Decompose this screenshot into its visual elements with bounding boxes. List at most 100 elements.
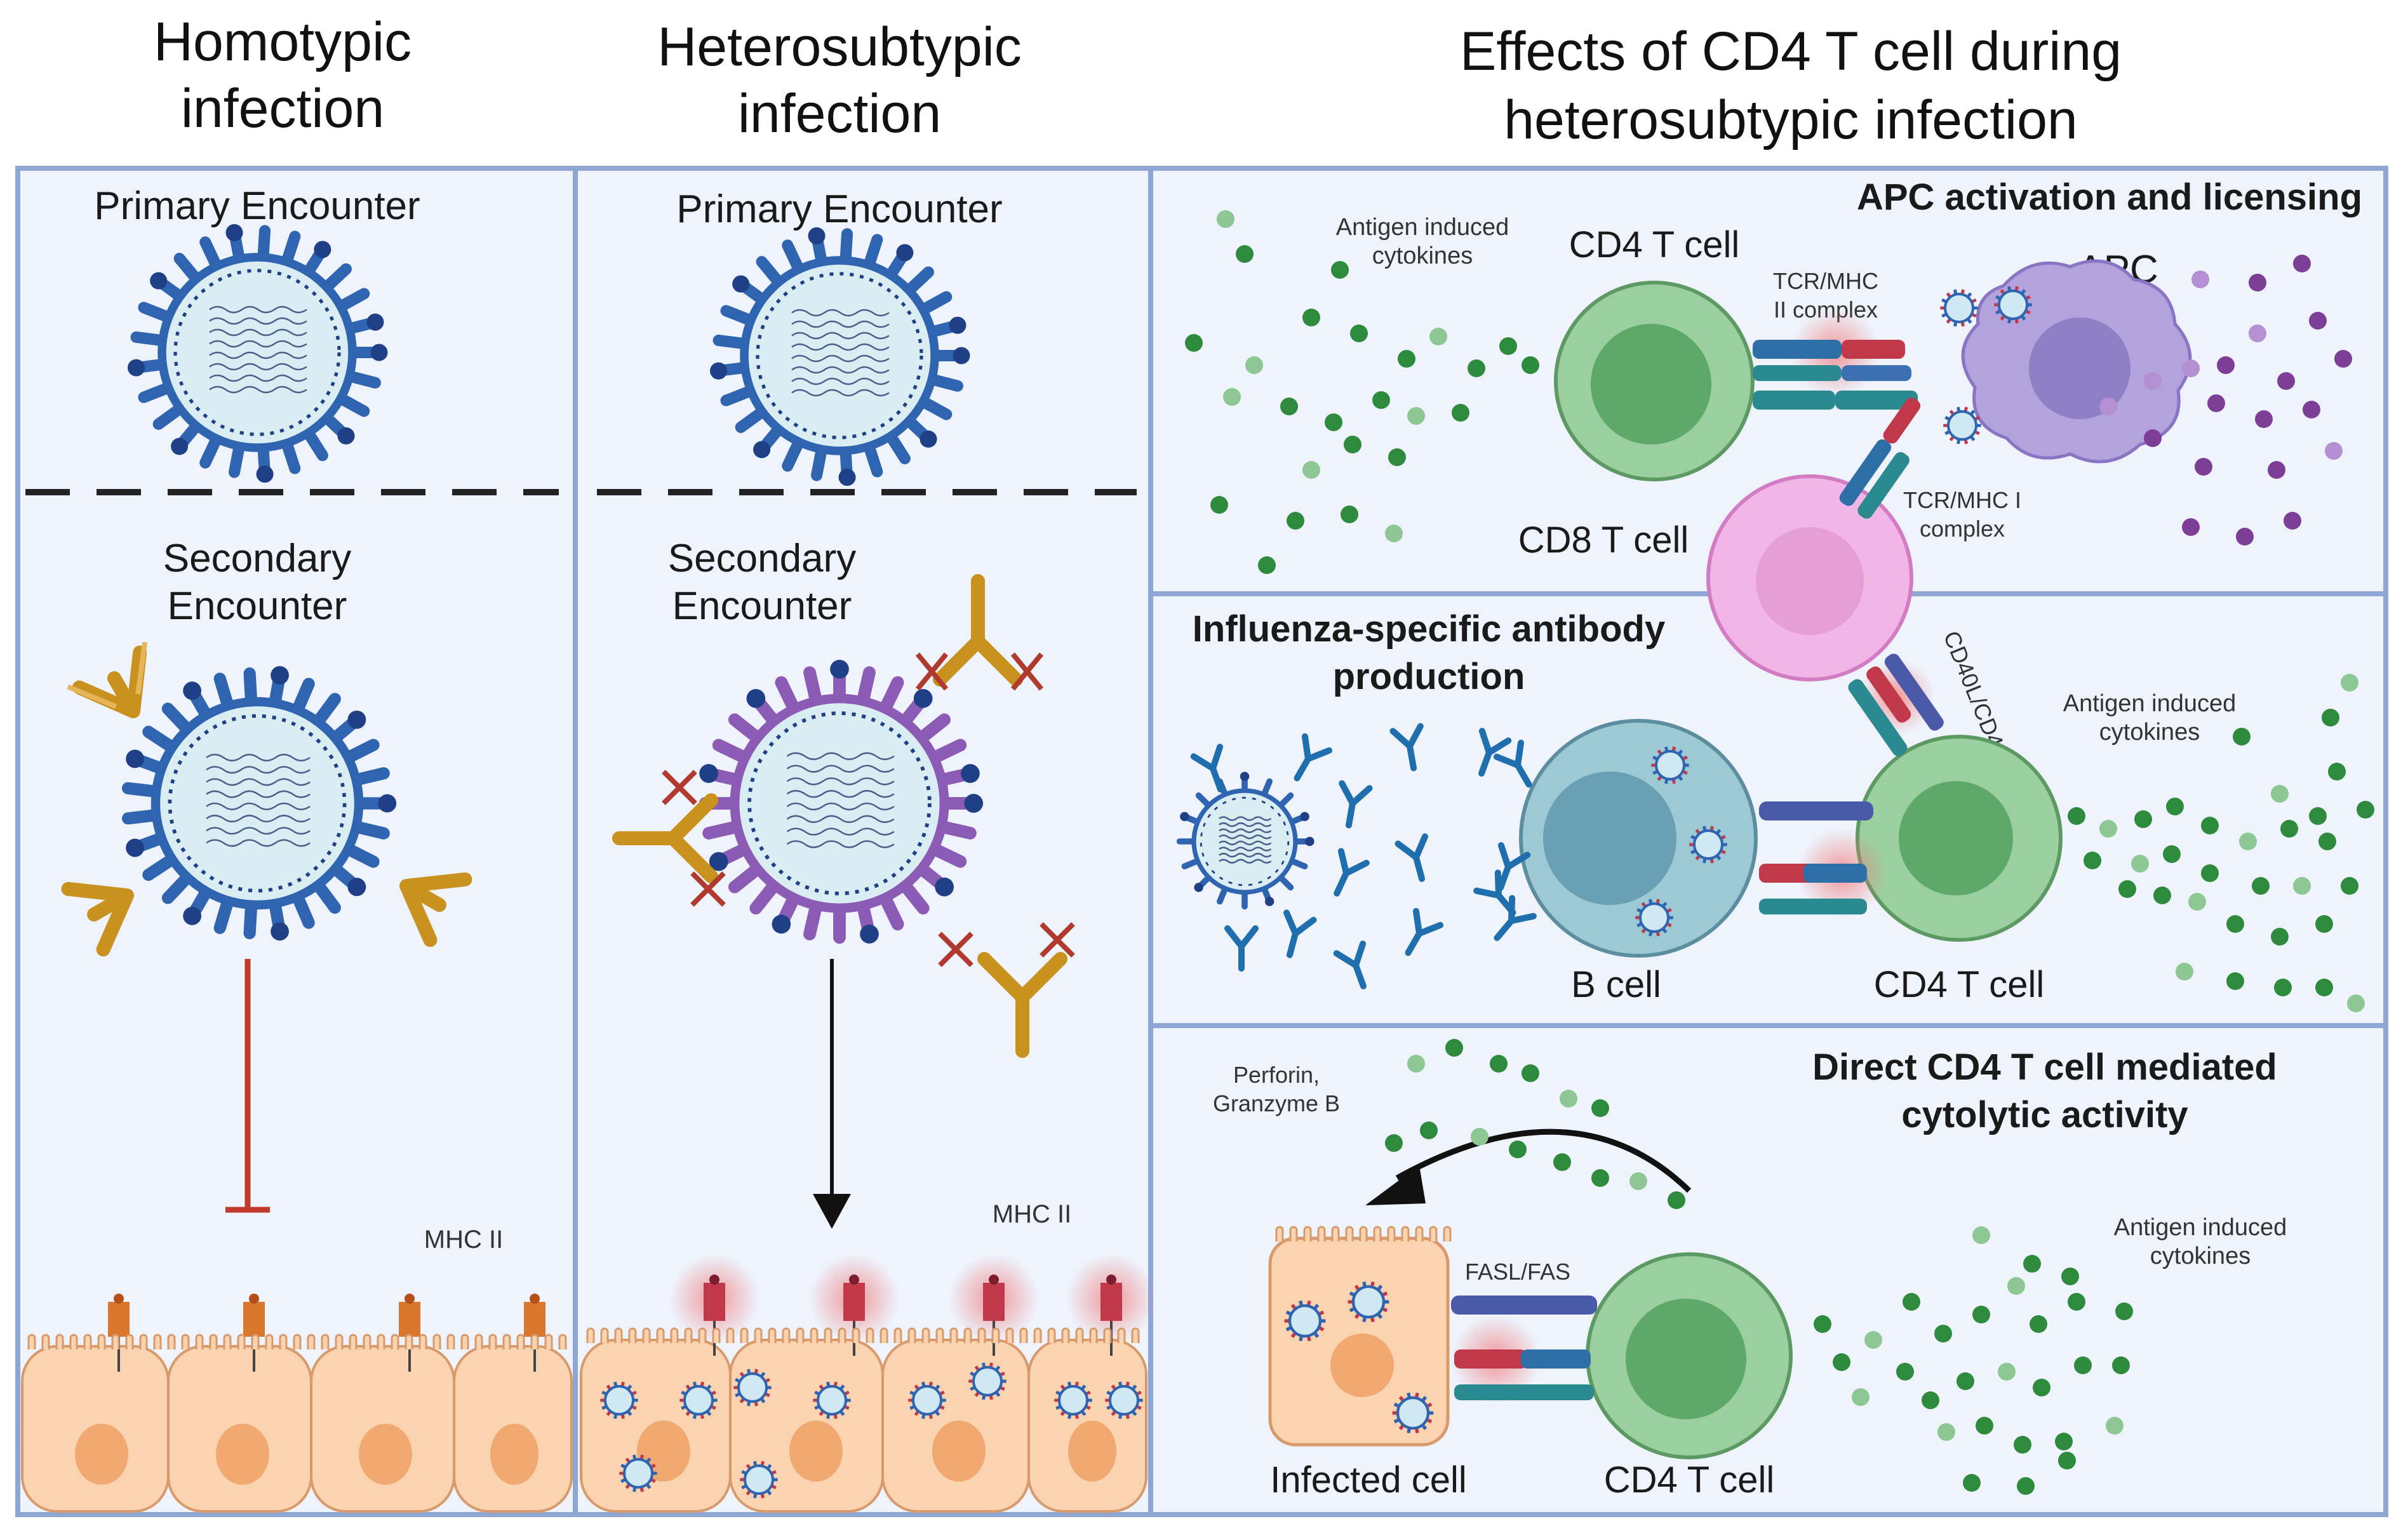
cross-icon [1010,652,1044,691]
cytokine-dot [2176,963,2193,981]
cytokine-dot [1344,436,1361,453]
cytokine-dot [1287,512,1304,530]
cytokine-dot [1341,505,1358,523]
cytolytic-cd4-label: CD4 T cell [1604,1459,1775,1501]
cytokine-dot [2277,372,2295,390]
cytokine-dot [2274,979,2292,996]
cytokine-dot [2182,518,2200,536]
antibody-icon [977,952,1067,1058]
cytokine-dot [2322,709,2339,726]
antibody-icon [1497,842,1531,891]
antibody-cytokines-line1: Antigen induced [2063,690,2237,717]
curved-arrow-icon [1395,1128,1692,1193]
mhc-receptor-icon [843,1275,865,1356]
cytokine-dot [1509,1141,1527,1158]
antibody-title-line2: production [1333,656,1525,697]
cytokine-dot [2030,1315,2047,1333]
cytokine-dot [2163,845,2181,863]
cytokine-dot [1372,391,1390,409]
cytokine-dot [2325,442,2343,460]
cytokine-group [2099,255,2352,546]
antibody-icon [1405,907,1444,956]
virus-icon [600,1381,638,1419]
antibody-icon [399,872,472,947]
cytokine-group [2068,674,2374,1012]
cytokine-dot [1852,1388,1870,1406]
arrow-icon [813,959,851,1229]
cytokine-dot [1560,1090,1577,1108]
cytokine-dot [1903,1293,1920,1311]
cytokine-dot [1490,1055,1508,1073]
cytokine-dot [2280,820,2298,838]
infected-cell [1268,1236,1450,1447]
cross-icon [1040,922,1075,958]
cytokine-dot [1398,350,1415,368]
cytokine-dot [2226,915,2244,933]
tcr-mhc1-complex [1839,398,1921,519]
header-homotypic-line2: infection [181,78,384,139]
cytokine-dot [2188,893,2206,911]
antibody-cytokines-line2: cytokines [2099,719,2200,746]
cd40-complex [1759,801,1886,918]
cytokine-dot [1350,325,1368,342]
cd4-t-cell [1856,735,2063,942]
cytokine-dot [1217,210,1234,228]
antibody-icon [1494,895,1537,941]
cytokine-dot [2255,410,2273,428]
fasl-label: FASL/FAS [1465,1259,1570,1285]
cytokine-dot [1814,1315,1831,1333]
cd8-t-cell [1706,474,1913,681]
cytokine-dot [1972,1226,1990,1244]
epithelium-homotypic [21,1345,573,1513]
cytokine-dot [2233,728,2251,746]
cytokine-dot [2293,255,2311,272]
cytokine-dot [2061,1268,2079,1285]
cytokine-dot [2226,972,2244,990]
cytokine-dot [1468,359,1485,377]
virus-icon [733,1369,772,1407]
cd4-t-cell [1586,1252,1793,1459]
cytokine-dot [1864,1331,1882,1349]
cytokine-dot [1445,1039,1463,1057]
virus-icon [619,1454,657,1492]
cytokine-dot [2252,877,2270,895]
header-heterosubtypic-line2: infection [738,83,941,144]
cytokine-dot [2315,915,2333,933]
cytokine-dot [1280,398,1298,415]
cytokine-dot [2131,855,2149,873]
cytokine-dot [2191,271,2209,288]
cytokine-dot [2112,1356,2130,1374]
cytokine-dot [2014,1436,2031,1454]
apc-panel-title: APC activation and licensing [1857,177,2362,218]
mhc-receptor-icon [399,1294,420,1372]
cytolytic-title-line1: Direct CD4 T cell mediated [1812,1047,2277,1088]
cytolytic-title-line2: cytolytic activity [1901,1094,2188,1135]
cytokine-dot [1223,388,1241,406]
cytokine-dot [2099,398,2117,415]
cytokine-dot [2284,512,2301,530]
cytokine-dot [1896,1363,1914,1381]
cytokine-dot [1407,1055,1425,1073]
heterosubtypic-mhc-label: MHC II [993,1200,1071,1228]
antibody-icon [61,881,134,957]
cytolytic-cytokines-line2: cytokines [2150,1243,2251,1269]
perforin-line1: Perforin, [1233,1062,1320,1088]
perforin-line2: Granzyme B [1213,1090,1340,1116]
virus-icon [1284,1300,1326,1342]
cytokine-dot [1922,1391,1939,1409]
virus-icon [1940,289,1978,327]
apc-tcr-mhc2-line1: TCR/MHC [1773,268,1878,294]
cd4-t-cell [1554,281,1755,481]
cytokine-dot [2166,798,2184,815]
cytokine-dot [2144,429,2162,447]
homotypic-secondary-line2: Encounter [168,584,347,628]
cytokine-dot [1385,525,1403,542]
header-homotypic-line1: Homotypic [154,11,411,72]
virus-icon [1054,1381,1092,1419]
microvilli [586,1327,1140,1343]
cytokine-dot [2007,1277,2025,1295]
cross-icon [662,770,697,805]
cytokine-dot [2341,877,2358,895]
apc-cytokines-line2: cytokines [1372,243,1473,269]
cytokine-dot [1833,1353,1850,1371]
